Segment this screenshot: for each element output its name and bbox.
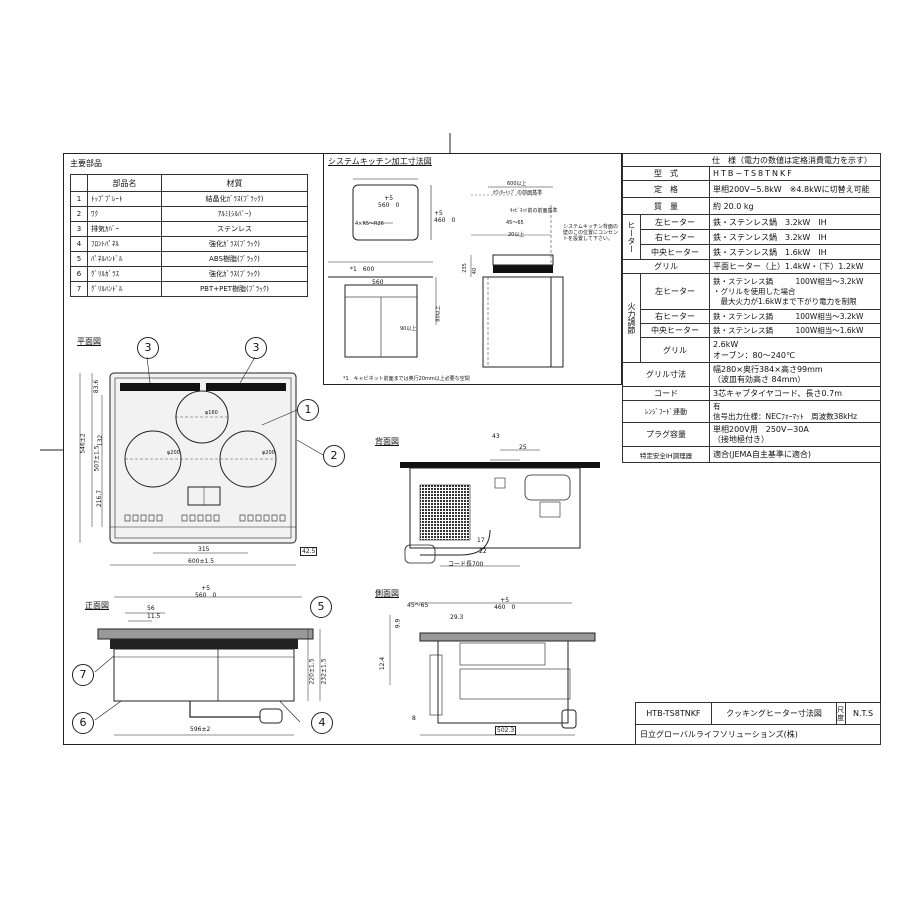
plan-view-drawing: [79, 372, 297, 566]
title-block-scale-label: 尺度: [836, 702, 847, 725]
dim-plan-r1: φ160: [205, 410, 218, 416]
kitchen-title: システムキッチン加工寸法図: [328, 157, 432, 166]
dim-side-29: 29.3: [450, 614, 464, 621]
dim-depth600: 600以上: [507, 181, 527, 187]
title-block-title: クッキングヒーター寸法図: [710, 702, 838, 725]
dim-plan-315: 315: [198, 546, 210, 553]
title-block-company: 日立グローバルライフソリューションズ(株): [635, 724, 881, 745]
dim-back-25: 25: [519, 444, 527, 451]
dim-front-56: 56: [147, 605, 155, 612]
callout-6: 6: [72, 712, 94, 734]
side-view-drawing: [389, 602, 596, 736]
view-plan-label: 平面図: [76, 336, 102, 347]
note-counter-front: ｶｳﾝﾀｰﾄｯﾌﾟ の前面基準: [493, 190, 543, 196]
dim-plan-600: 600±1.5: [188, 558, 215, 565]
callout-7: 7: [72, 664, 94, 686]
dim-45-65: 45～65: [506, 220, 524, 226]
dim-560: 560: [372, 279, 384, 286]
dim-front-11: 11.5: [147, 613, 161, 620]
callout-3a: 3: [137, 337, 159, 359]
dim-side-460: +5 460 0: [494, 597, 516, 611]
front-view-drawing: [97, 596, 321, 736]
callout-1: 1: [297, 399, 319, 421]
parts-title: 主要部品: [70, 159, 102, 168]
dim-front-560: +5 560 0: [195, 585, 217, 599]
callout-5: 5: [310, 596, 332, 618]
back-view-drawing: [400, 449, 600, 567]
dim-600: *1 600: [350, 266, 375, 273]
view-front-label: 正面図: [84, 600, 110, 611]
dim-corner: 4×R5～R26: [355, 221, 384, 227]
dim-side-9: 9.9: [394, 618, 402, 629]
dim-plan-r2: φ200: [167, 450, 180, 456]
dim-front-596: 596±2: [190, 726, 211, 733]
title-block: HTB-TS8TNKF クッキングヒーター寸法図 尺度 N.T.S 日立グローバ…: [635, 702, 881, 745]
dim-back-cord: コード長700: [448, 561, 484, 568]
callout-4: 4: [311, 712, 333, 734]
dim-front-220: 220±1.5: [308, 658, 316, 685]
dim-back-17: 17: [477, 537, 485, 544]
dim-side-12: 12.4: [379, 656, 387, 671]
view-back-label: 背面図: [374, 436, 400, 447]
note-cab-front: ｷｬﾋﾞﾈｯﾄ前の前面基準: [510, 208, 558, 214]
dim-cut-height: +5 460 0: [434, 210, 456, 224]
dim-cut-width: +5 560 0: [378, 195, 400, 209]
callout-2: 2: [323, 445, 345, 467]
view-side-label: 側面図: [374, 588, 400, 599]
kitchen-panel: [323, 153, 622, 385]
dim-side-502: 502.3: [495, 726, 517, 735]
dim-20: 20以上: [508, 232, 525, 238]
dim-plan-42: 42.5: [300, 547, 318, 556]
dim-front-232: 232±1.5: [320, 658, 328, 685]
kitchen-drawing: [328, 178, 564, 368]
dim-back-43: 43: [492, 433, 500, 440]
title-block-scale: N.T.S: [845, 702, 881, 725]
note-outlet: システムキッチン背面の壁のこの位置にコンセントを設置して下さい。: [563, 224, 619, 242]
drawing-sheet: [63, 153, 881, 745]
dim-90: 90以上: [400, 326, 417, 332]
dim-side-8: 8: [412, 715, 416, 722]
kitchen-footnote: *1 キャビネット前面までは奥行20mm以上必要な空間: [343, 376, 470, 382]
callout-3b: 3: [245, 337, 267, 359]
dim-side-45-65: 45～65: [407, 602, 429, 609]
title-block-model: HTB-TS8TNKF: [635, 702, 712, 725]
dim-plan-r3: φ200: [262, 450, 275, 456]
dim-back-22: 22: [479, 548, 487, 555]
